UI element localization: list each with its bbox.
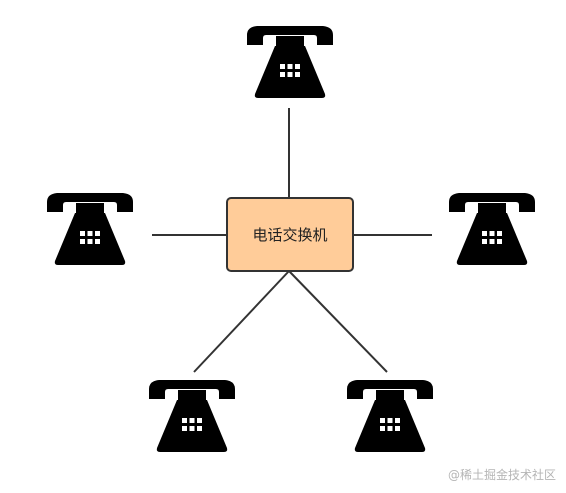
phone-bottom-right-telephone-icon [347, 380, 433, 452]
phone-bottom-left-telephone-icon [149, 380, 235, 452]
phone-top-telephone-icon [247, 26, 333, 98]
phone-left-telephone-icon [47, 193, 133, 265]
switch-box: 电话交换机 [226, 197, 354, 272]
watermark: @稀土掘金技术社区 [447, 468, 556, 482]
phone-right-telephone-icon [449, 193, 535, 265]
switch-label: 电话交换机 [252, 226, 327, 244]
line-to-bottom-left [193, 270, 290, 373]
line-to-bottom-right [288, 270, 388, 373]
